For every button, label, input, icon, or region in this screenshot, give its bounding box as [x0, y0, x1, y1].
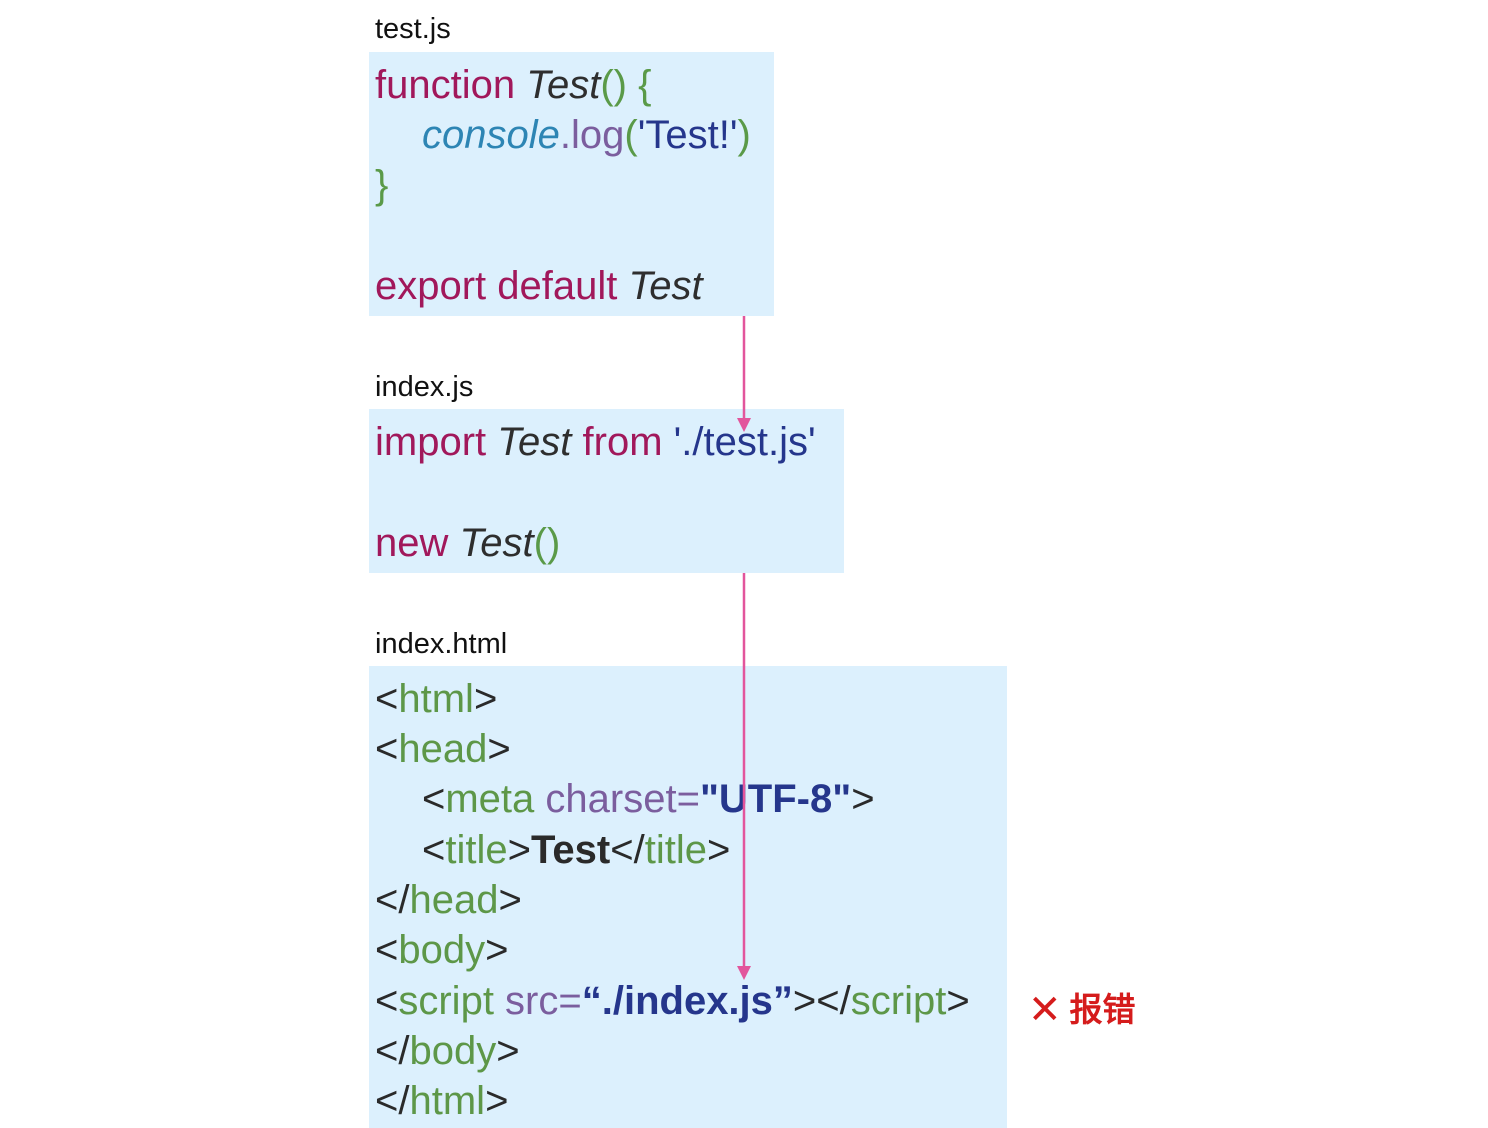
cross-icon: ✕ — [1028, 988, 1062, 1032]
tag-bracket: > — [496, 1029, 520, 1073]
keyword: export default — [375, 264, 618, 308]
tag-bracket: > — [946, 979, 970, 1023]
tag-bracket: </ — [375, 878, 410, 922]
tag-bracket: > — [487, 727, 511, 771]
attribute-value: "UTF-8" — [699, 777, 852, 821]
tag-name: head — [398, 727, 488, 771]
code-line: <head> — [375, 724, 511, 774]
attribute-name: src= — [493, 979, 582, 1023]
file-label-index-js: index.js — [375, 371, 474, 403]
code-line: <body> — [375, 925, 508, 975]
tag-bracket: > — [485, 928, 509, 972]
code-line: <script src=“./index.js”></script> — [375, 976, 970, 1026]
tag-name: html — [398, 677, 474, 721]
function-name: Test — [628, 264, 703, 308]
attribute-name: charset= — [534, 777, 700, 821]
tag-bracket: </ — [375, 1029, 410, 1073]
tag-bracket: < — [422, 828, 446, 872]
code-block-index-js — [369, 409, 844, 573]
keyword: import — [375, 420, 487, 464]
function-name: Test — [497, 420, 572, 464]
arrowhead-icon — [737, 418, 751, 432]
code-line: <html> — [375, 674, 497, 724]
tag-name: title — [644, 828, 707, 872]
tag-name: head — [409, 878, 499, 922]
keyword: from — [582, 420, 663, 464]
title-text: Test — [530, 828, 611, 872]
tag-name: script — [398, 979, 494, 1023]
error-marker: ✕报错 — [1028, 988, 1136, 1032]
object-name: console — [422, 113, 560, 157]
keyword: function — [375, 63, 516, 107]
code-line: export default Test — [375, 261, 703, 311]
punctuation: } — [375, 163, 389, 207]
tag-bracket: < — [375, 727, 399, 771]
tag-bracket: </ — [375, 1079, 410, 1123]
code-line: <meta charset="UTF-8"> — [375, 774, 875, 824]
punctuation: () { — [600, 63, 652, 107]
tag-bracket: < — [375, 928, 399, 972]
tag-name: meta — [445, 777, 535, 821]
tag-name: html — [409, 1079, 486, 1123]
tag-bracket: > — [507, 828, 531, 872]
keyword: new — [375, 521, 449, 565]
code-block-index-html — [369, 666, 1007, 1128]
code-line: } — [375, 160, 388, 210]
file-label-index-html: index.html — [375, 628, 508, 660]
code-line: </html> — [375, 1076, 508, 1126]
tag-bracket: > — [706, 828, 731, 872]
punctuation: ( — [624, 113, 638, 157]
punctuation: ) — [737, 113, 751, 157]
tag-bracket: > — [851, 777, 875, 821]
punctuation: () — [533, 521, 561, 565]
tag-name: body — [409, 1029, 497, 1073]
tag-name: title — [445, 828, 508, 872]
code-line: </body> — [375, 1026, 520, 1076]
tag-name: body — [398, 928, 486, 972]
code-line: import Test from './test.js' — [375, 417, 816, 467]
tag-bracket: < — [422, 777, 446, 821]
code-line: console.log('Test!') — [375, 110, 751, 160]
code-line: <title>Test</title> — [375, 825, 730, 875]
attribute-value: “./index.js” — [581, 979, 793, 1023]
tag-bracket: < — [375, 677, 399, 721]
code-block-test-js — [369, 52, 774, 316]
tag-bracket: ></ — [792, 979, 851, 1023]
code-line: function Test() { — [375, 60, 651, 110]
code-line: new Test() — [375, 518, 560, 568]
function-name: Test — [459, 521, 534, 565]
tag-name: script — [850, 979, 947, 1023]
arrowhead-icon — [737, 966, 751, 980]
file-label-test-js: test.js — [375, 13, 451, 45]
error-label: 报错 — [1069, 991, 1136, 1028]
tag-bracket: </ — [610, 828, 645, 872]
tag-bracket: > — [498, 878, 522, 922]
tag-bracket: > — [473, 677, 498, 721]
tag-bracket: < — [375, 979, 399, 1023]
tag-bracket: > — [485, 1079, 509, 1123]
string-literal: 'Test!' — [637, 113, 738, 157]
function-name: Test — [526, 63, 601, 107]
code-line: </head> — [375, 875, 522, 925]
method-name: .log — [559, 113, 625, 157]
